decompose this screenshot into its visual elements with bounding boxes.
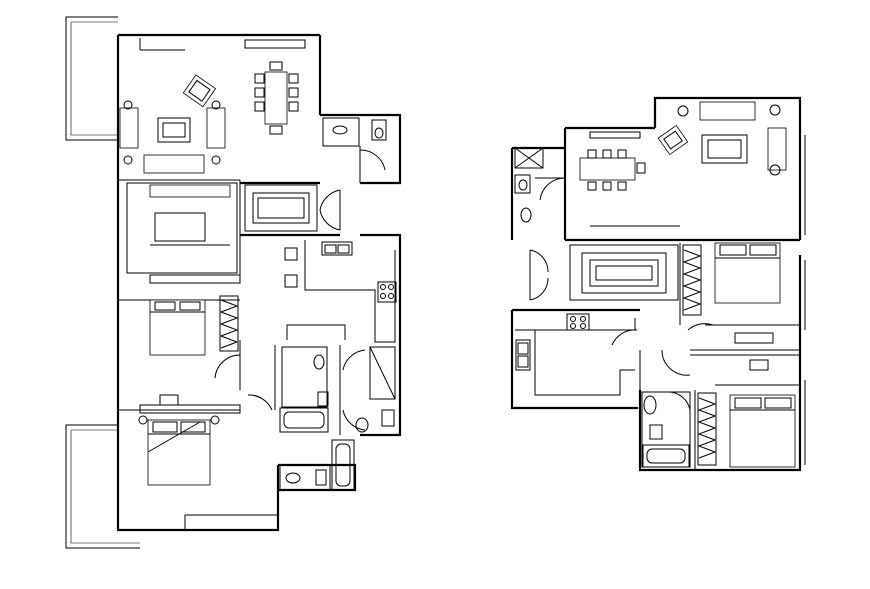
coffee-table <box>157 117 191 143</box>
desk <box>154 212 206 242</box>
lower-balcony <box>65 424 140 549</box>
bedroom-2 <box>679 242 800 331</box>
upper-balcony <box>65 16 118 141</box>
bed <box>149 299 206 356</box>
armchair <box>182 74 217 108</box>
sofa-left <box>119 107 139 149</box>
cooktop <box>566 313 590 331</box>
sofa <box>699 101 756 121</box>
sink <box>515 339 531 371</box>
dining-table <box>264 71 288 125</box>
entrance <box>529 244 679 301</box>
bedroom-2 <box>118 295 241 390</box>
left-floor-plan <box>65 16 402 549</box>
bed <box>147 419 211 486</box>
wardrobe <box>697 392 717 466</box>
bed <box>729 394 796 468</box>
bathtub <box>642 444 690 468</box>
bathtub <box>279 407 329 433</box>
bedroom-1 <box>118 394 241 486</box>
wardrobe <box>219 295 239 352</box>
kitchen <box>284 240 397 343</box>
basin <box>313 354 325 370</box>
dining-table <box>579 157 636 181</box>
entrance <box>244 184 341 232</box>
bedroom-1 <box>694 384 800 470</box>
bathroom-1 <box>247 345 329 433</box>
sofa-bottom <box>143 154 205 174</box>
shower <box>369 346 396 400</box>
armchair <box>657 124 689 156</box>
basin <box>643 395 657 415</box>
living-room <box>119 38 306 174</box>
bathroom-2 <box>339 345 396 435</box>
cooktop <box>377 281 397 303</box>
family-room <box>118 179 241 284</box>
bathtub <box>331 439 355 491</box>
exterior-walls <box>510 96 806 472</box>
powder-room <box>322 117 387 183</box>
bathroom-3 <box>279 439 355 491</box>
lift-shaft <box>244 184 318 232</box>
sink <box>321 241 353 256</box>
corridor <box>639 332 800 390</box>
sofa <box>149 184 231 198</box>
lift-shaft <box>569 244 679 301</box>
kitchen <box>515 313 638 396</box>
living-dining-room <box>579 101 787 227</box>
sofa-side <box>767 127 787 171</box>
sofa-right <box>206 107 226 149</box>
right-floor-plan <box>510 96 806 472</box>
powder-room <box>514 147 566 223</box>
bathroom <box>641 391 691 468</box>
coffee-table <box>701 134 748 164</box>
bed <box>714 242 781 304</box>
